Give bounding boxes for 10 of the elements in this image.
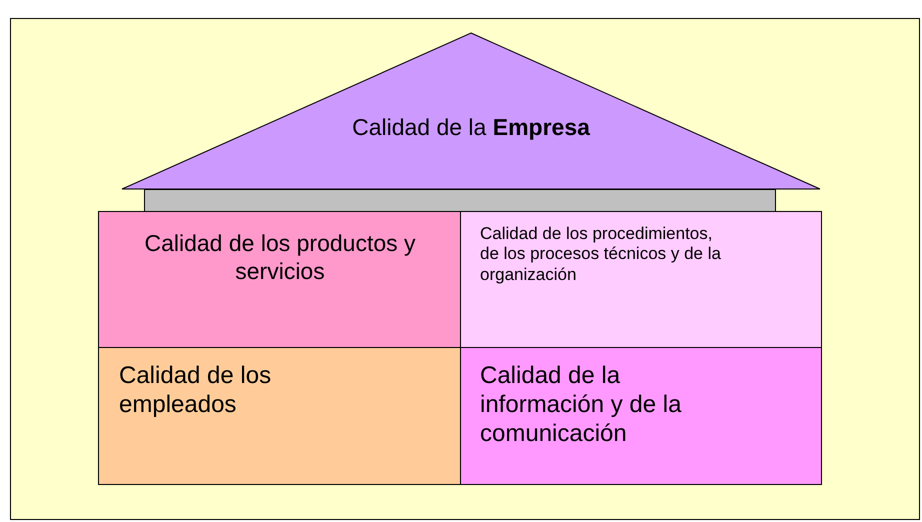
- box-label: Calidad de los procedimientos, de los procesos técnicos y de la organización: [480, 224, 722, 286]
- box-label: Calidad de los empleados: [119, 362, 272, 420]
- roof-label: Calidad de la Empresa: [351, 114, 591, 142]
- quality-box: [460, 347, 822, 485]
- box-label: Calidad de los productos y servicios: [143, 230, 417, 286]
- quality-box: [98, 347, 461, 485]
- box-label: Calidad de la información y de la comunicación: [480, 362, 682, 448]
- beam-bar: [144, 189, 776, 212]
- quality-box: [98, 211, 461, 348]
- quality-box: [460, 211, 822, 348]
